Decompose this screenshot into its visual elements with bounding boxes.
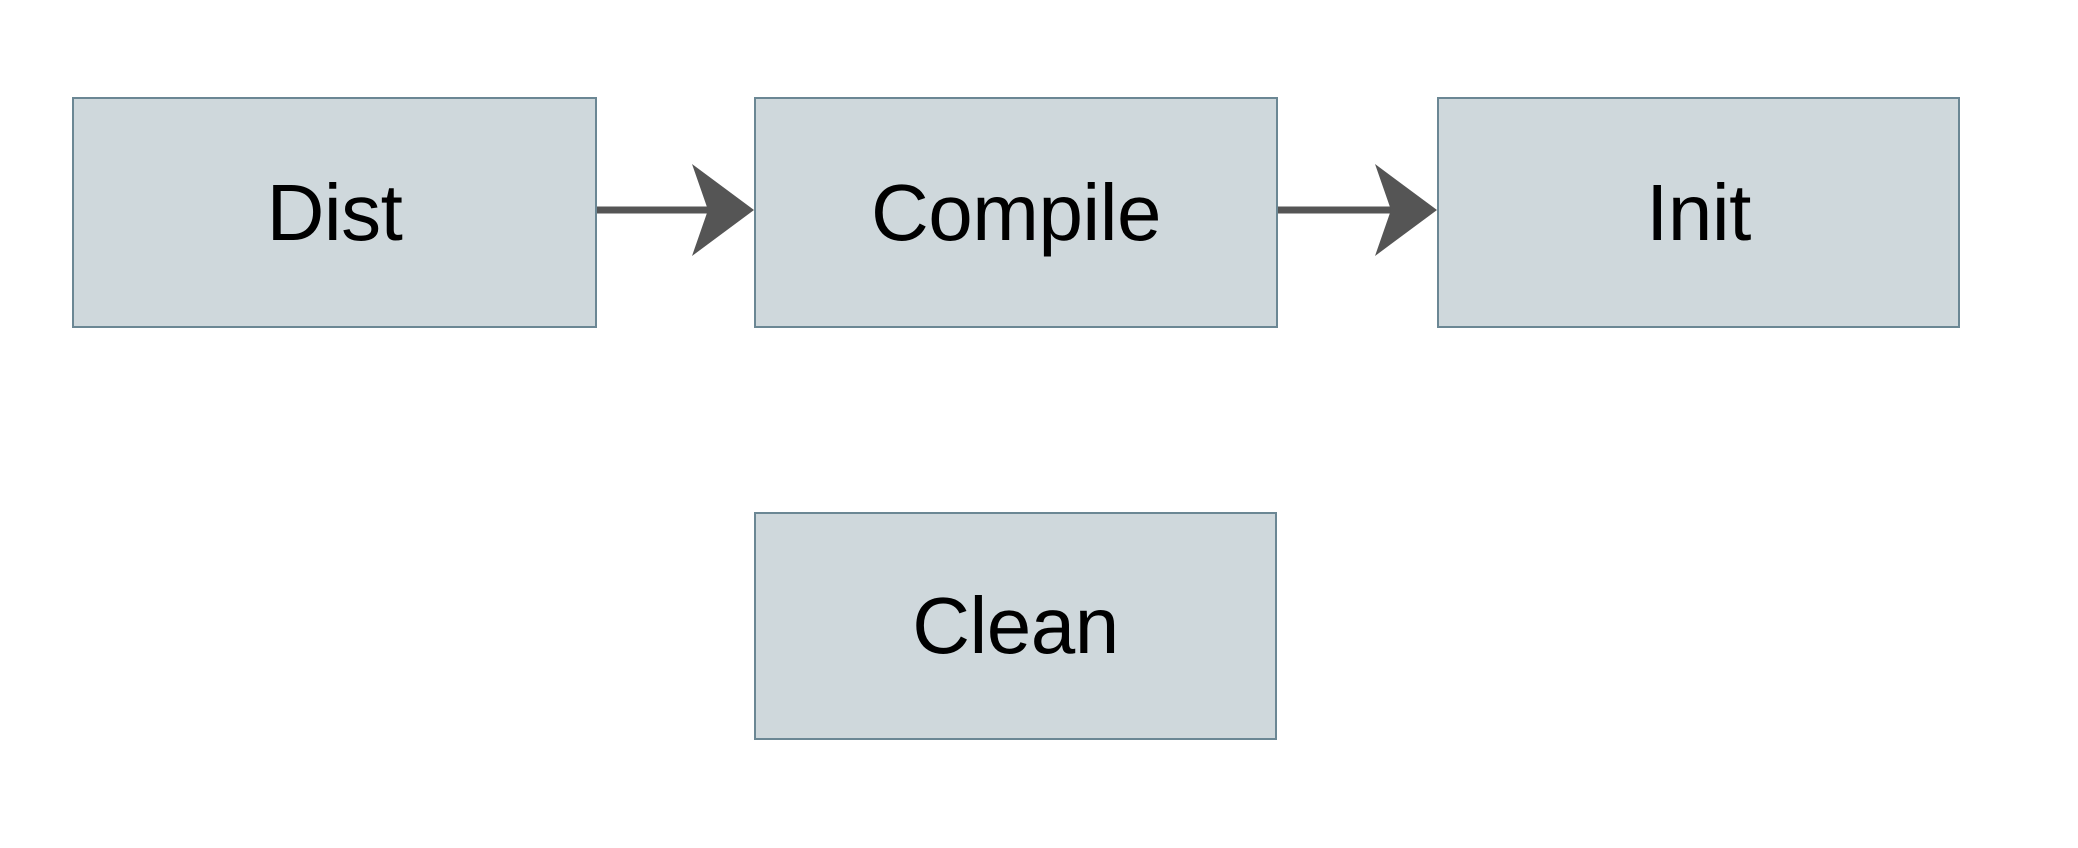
arrow-right-icon [597, 164, 754, 256]
diagram-node-compile[interactable]: Compile [754, 97, 1278, 328]
diagram-node-init[interactable]: Init [1437, 97, 1960, 328]
arrow-right-icon [1278, 164, 1437, 256]
node-label-compile: Compile [871, 167, 1161, 257]
node-label-dist: Dist [266, 167, 403, 257]
diagram-edge-dist-to-compile[interactable] [597, 160, 754, 260]
diagram-edge-compile-to-init[interactable] [1278, 160, 1437, 260]
diagram-node-dist[interactable]: Dist [72, 97, 597, 328]
node-label-clean: Clean [912, 581, 1119, 670]
diagram-node-clean[interactable]: Clean [754, 512, 1277, 740]
node-label-init: Init [1646, 167, 1751, 257]
